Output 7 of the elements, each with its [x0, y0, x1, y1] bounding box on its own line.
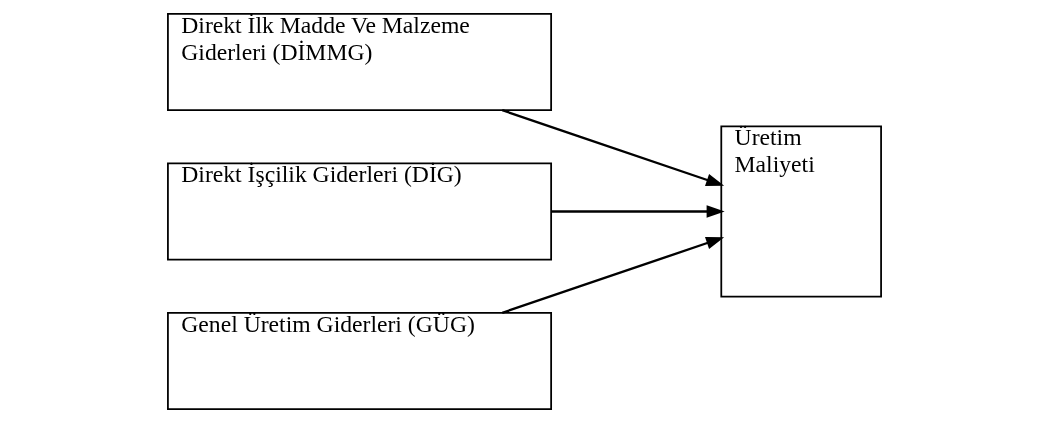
node-box: Genel Üretim Giderleri (GÜG): [167, 311, 552, 410]
node-box: Direkt İlk Madde Ve Malzeme Giderleri (DİMMG): [167, 13, 552, 112]
node-box: Direkt İşçilik Giderleri (DİG): [167, 162, 552, 261]
arrow: [501, 237, 725, 314]
arrow: [501, 109, 725, 186]
node-box: Üretim Maliyeti: [720, 125, 882, 298]
arrow: [551, 205, 725, 218]
